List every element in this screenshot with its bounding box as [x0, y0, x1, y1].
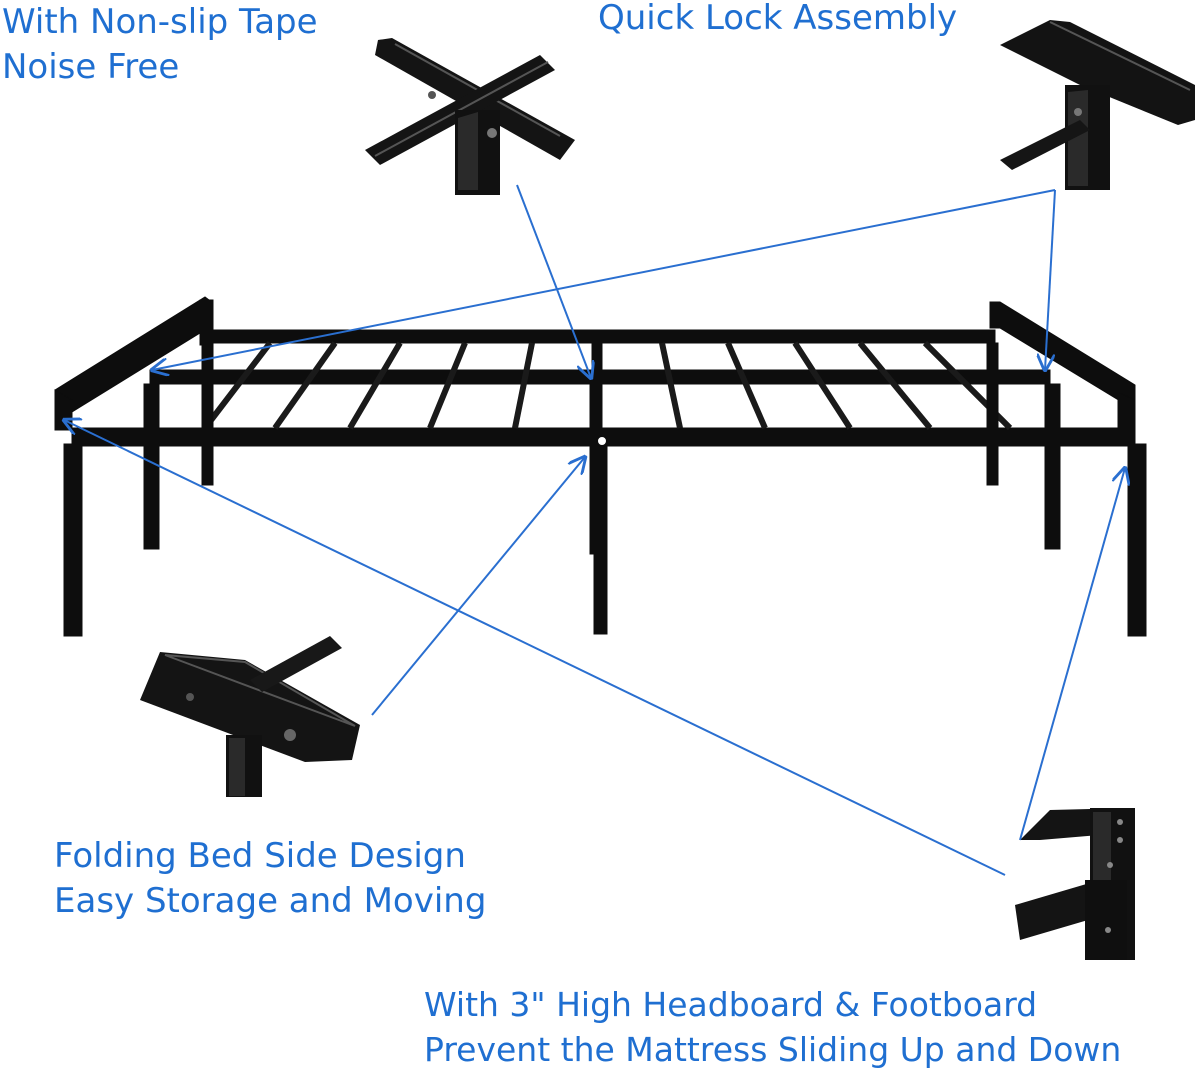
headboard-bracket-joint-icon	[1015, 808, 1135, 960]
callout-lines	[64, 184, 1125, 876]
cross-brace-joint-icon	[365, 38, 575, 195]
callout-folding	[371, 457, 585, 716]
leg-back-right	[986, 342, 999, 486]
caption-line: Quick Lock Assembly	[598, 0, 958, 38]
slat	[659, 342, 683, 429]
right-footboard-post	[1117, 391, 1136, 431]
center-lock-knob	[596, 435, 608, 447]
leg-front-right	[1127, 443, 1147, 637]
caption-line: With Non-slip Tape	[2, 2, 318, 42]
caption-quick-lock: Quick Lock Assembly	[598, 0, 957, 41]
caption-line: With 3" High Headboard & Footboard	[424, 985, 1038, 1024]
slat	[272, 341, 338, 430]
callout-headboard-right	[1019, 468, 1125, 841]
leg-center-mid	[589, 383, 601, 555]
caption-line: Folding Bed Side Design	[54, 836, 466, 876]
slat	[427, 341, 468, 430]
quick-lock-joint-icon	[1000, 20, 1195, 190]
caption-line: Noise Free	[2, 47, 180, 87]
callout-quick-lock-right	[1045, 189, 1056, 370]
slat	[202, 341, 273, 430]
slat	[347, 341, 403, 430]
right-footboard	[989, 301, 1136, 411]
left-back-post	[199, 299, 214, 346]
leg-front-left	[63, 443, 83, 637]
folding-hinge-joint-icon	[140, 636, 360, 797]
slat	[512, 342, 535, 429]
caption-folding-design: Folding Bed Side Design Easy Storage and…	[54, 834, 486, 924]
slat	[857, 341, 933, 430]
callout-headboard-left	[64, 420, 1006, 876]
leg-mid-right	[1044, 383, 1061, 550]
leg-back-left	[201, 342, 214, 486]
leg-mid-left	[143, 383, 160, 550]
slat	[792, 341, 853, 430]
callout-non-slip	[516, 184, 591, 378]
caption-line: Prevent the Mattress Sliding Up and Down	[424, 1030, 1122, 1069]
caption-headboard-footboard: With 3" High Headboard & Footboard Preve…	[424, 982, 1121, 1072]
caption-line: Easy Storage and Moving	[54, 881, 487, 921]
slats	[202, 340, 1013, 431]
bed-frame	[54, 296, 1147, 637]
caption-non-slip-tape: With Non-slip Tape Noise Free	[2, 0, 318, 90]
callout-quick-lock-left	[152, 189, 1056, 370]
slat	[725, 341, 768, 430]
